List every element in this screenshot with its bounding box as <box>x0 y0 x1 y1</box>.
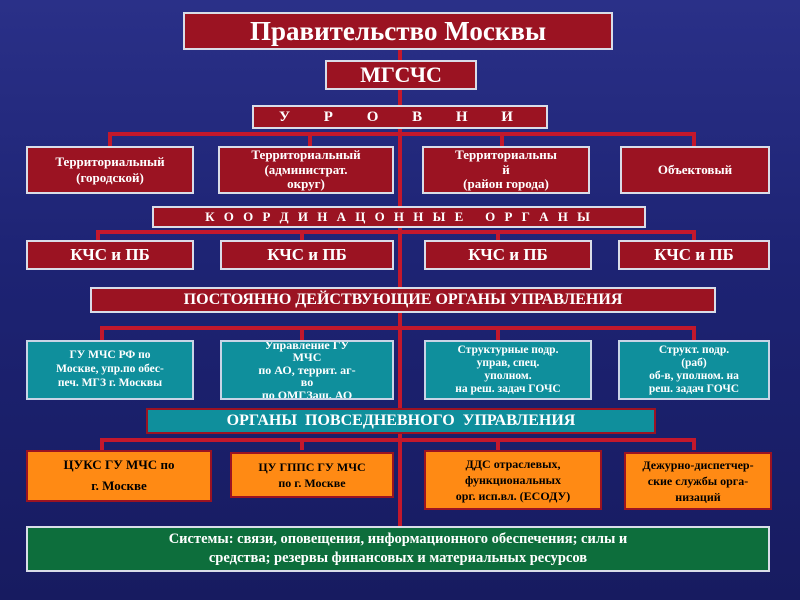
kchs-box-2: КЧС и ПБ <box>220 240 394 270</box>
kchs-label-1: КЧС и ПБ <box>70 245 150 264</box>
levels-drop-4 <box>692 132 696 148</box>
kchs-box-3: КЧС и ПБ <box>424 240 592 270</box>
daily-drop-3 <box>496 438 500 450</box>
kchs-box-1: КЧС и ПБ <box>26 240 194 270</box>
permanent-drop-3 <box>496 326 500 342</box>
coord-drop-1 <box>96 230 100 242</box>
systems-box: Системы: связи, оповещения, информационн… <box>26 526 770 572</box>
level-territorial-region: Территориальны й (район города) <box>422 146 590 194</box>
permanent-object-units: Структ. подр. (раб) об-в, уполном. на ре… <box>618 340 770 400</box>
government-title-box: Правительство Москвы <box>183 12 613 50</box>
mgschs-title: МГСЧС <box>360 62 442 87</box>
daily-drop-1 <box>100 438 104 450</box>
coord-bus-line <box>96 230 696 234</box>
permanent-bus-line <box>100 326 696 330</box>
daily-tsu-gpps: ЦУ ГППС ГУ МЧС по г. Москве <box>230 452 394 498</box>
permanent-gu-mchs: ГУ МЧС РФ по Москве, упр.по обес- печ. М… <box>26 340 194 400</box>
daily-drop-2 <box>300 438 304 450</box>
coord-drop-4 <box>692 230 696 242</box>
kchs-label-2: КЧС и ПБ <box>267 245 347 264</box>
permanent-structural-units: Структурные подр. управ, спец. уполном. … <box>424 340 592 400</box>
permanent-header-label: ПОСТОЯННО ДЕЙСТВУЮЩИЕ ОРГАНЫ УПРАВЛЕНИЯ <box>183 291 623 308</box>
kchs-label-3: КЧС и ПБ <box>468 245 548 264</box>
level-territorial-district: Территориальный (администрат. округ) <box>218 146 394 194</box>
daily-header-label: ОРГАНЫ ПОВСЕДНЕВНОГО УПРАВЛЕНИЯ <box>226 412 576 429</box>
levels-bus-line <box>108 132 696 136</box>
level-territorial-city: Территориальный (городской) <box>26 146 194 194</box>
daily-duty-services: Дежурно-диспетчер- ские службы орга- низ… <box>624 452 772 510</box>
trunk-line-top <box>398 48 402 60</box>
level-object: Объектовый <box>620 146 770 194</box>
daily-bus-line <box>100 438 696 442</box>
mgschs-box: МГСЧС <box>325 60 477 90</box>
permanent-drop-1 <box>100 326 104 342</box>
government-title: Правительство Москвы <box>249 15 547 46</box>
coord-drop-2 <box>300 230 304 242</box>
kchs-box-4: КЧС и ПБ <box>618 240 770 270</box>
permanent-drop-4 <box>692 326 696 342</box>
levels-drop-2 <box>308 132 312 148</box>
permanent-ao-directorate: Управление ГУ МЧС по АО, террит. аг- во … <box>220 340 394 400</box>
permanent-header: ПОСТОЯННО ДЕЙСТВУЮЩИЕ ОРГАНЫ УПРАВЛЕНИЯ <box>90 287 716 313</box>
permanent-drop-2 <box>300 326 304 342</box>
coordination-header: К О О Р Д И Н А Ц О Н Н Ы Е О Р Г А Н Ы <box>152 206 646 228</box>
kchs-label-4: КЧС и ПБ <box>654 245 734 264</box>
levels-drop-1 <box>108 132 112 148</box>
daily-header: ОРГАНЫ ПОВСЕДНЕВНОГО УПРАВЛЕНИЯ <box>146 408 656 434</box>
daily-tsuks: ЦУКС ГУ МЧС по г. Москве <box>26 450 212 502</box>
daily-drop-4 <box>692 438 696 450</box>
levels-header-label: У Р О В Н И <box>279 108 521 125</box>
coord-drop-3 <box>496 230 500 242</box>
levels-header: У Р О В Н И <box>252 105 548 129</box>
levels-drop-3 <box>500 132 504 148</box>
coordination-header-label: К О О Р Д И Н А Ц О Н Н Ы Е О Р Г А Н Ы <box>205 209 593 224</box>
daily-dds-branch: ДДС отраслевых, функциональных орг. исп.… <box>424 450 602 510</box>
